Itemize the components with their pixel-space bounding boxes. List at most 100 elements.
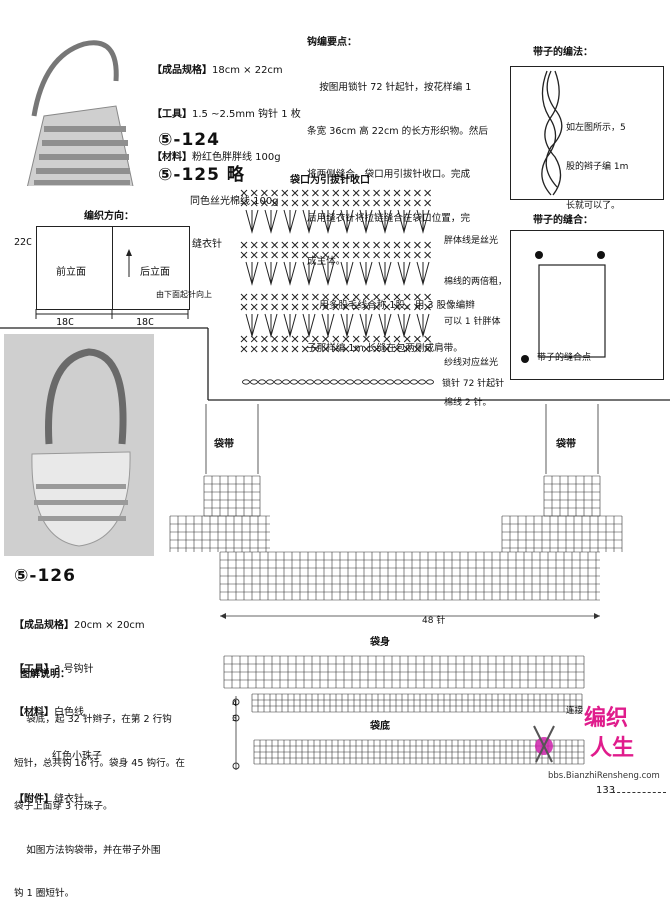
sew-point-label: 带子的缝合点 <box>537 353 592 363</box>
note-line: 纱线对应丝光 <box>444 357 499 368</box>
stitch-mark <box>414 251 421 259</box>
stitch-mark <box>363 189 370 197</box>
stitch-mark <box>342 293 350 301</box>
stitch-mark <box>245 313 259 338</box>
stitch-mark <box>332 251 340 259</box>
stitch-mark <box>240 251 248 259</box>
spec-value: 20cm × 20cm <box>74 620 145 631</box>
stitch-mark <box>352 303 360 311</box>
stitch-mark <box>250 241 258 249</box>
stitch-mark <box>352 345 360 353</box>
stitch-mark <box>424 335 431 343</box>
legend-line: 袋底，起 32 针辫子，在第 2 行钩 <box>14 714 172 725</box>
stitch-mark <box>424 303 431 311</box>
stitch-mark <box>416 209 430 234</box>
stitch-mark <box>291 241 299 249</box>
stitch-mark <box>373 241 380 249</box>
stitch-mark <box>424 345 431 353</box>
stitch-mark <box>250 189 258 197</box>
stitch-mark <box>302 209 316 234</box>
stitch-mark <box>232 762 240 770</box>
stitch-mark <box>383 335 391 343</box>
stitch-mark <box>281 241 289 249</box>
stitch-mark <box>322 293 329 301</box>
stitch-mark <box>250 199 258 207</box>
base-label: 袋底 <box>370 721 390 732</box>
stitch-mark <box>352 199 360 207</box>
stitch-mark <box>301 189 309 197</box>
stitch-mark <box>378 313 392 338</box>
stitch-mark <box>281 345 289 353</box>
stitch-mark <box>352 251 360 259</box>
stitch-mark <box>298 379 306 385</box>
stitch-mark <box>363 303 370 311</box>
stitch-mark <box>261 199 268 207</box>
stitch-mark <box>332 345 340 353</box>
bag-photo-126 <box>4 334 154 556</box>
stitch-mark <box>301 345 309 353</box>
legend-line: 袋子上面穿 3 行珠子。 <box>14 801 113 812</box>
section-divider <box>0 327 670 401</box>
stitch-mark <box>283 209 297 234</box>
strap-sew-box <box>510 230 664 380</box>
stitch-mark <box>424 293 431 301</box>
stitch-mark <box>264 261 278 286</box>
strap-braid-box <box>510 66 664 200</box>
stitch-mark <box>414 345 421 353</box>
bag-photo-124 <box>4 36 148 186</box>
stitch-mark <box>342 251 350 259</box>
stitch-mark <box>261 345 268 353</box>
stitch-mark <box>281 251 289 259</box>
stitch-mark <box>363 293 370 301</box>
stitch-mark <box>362 379 370 385</box>
stitch-mark <box>250 379 258 385</box>
stitch-mark <box>261 293 268 301</box>
stitch-mark <box>338 379 346 385</box>
stitch-mark <box>266 379 274 385</box>
stitch-mark <box>312 335 319 343</box>
logo-line-2: 人生 <box>590 736 635 761</box>
stitch-mark <box>342 189 350 197</box>
stitch-mark <box>250 293 258 301</box>
spec-value: 粉红色胖胖线 100g <box>192 152 281 163</box>
stitch-mark <box>363 199 370 207</box>
stitch-mark <box>271 303 278 311</box>
stitch-mark <box>414 241 421 249</box>
stitch-mark <box>386 379 394 385</box>
stitch-mark <box>332 335 340 343</box>
spec-value: 3 号钩针 <box>54 663 94 675</box>
stitch-mark <box>342 241 350 249</box>
note-line: 如左图所示，5 <box>566 123 626 133</box>
width-label: 48 针 <box>422 616 446 626</box>
stitch-mark <box>302 313 316 338</box>
logo-line-1: 编织 <box>584 706 629 731</box>
stitch-mark <box>274 379 282 385</box>
stitch-mark <box>394 379 402 385</box>
stitch-chart-124 <box>240 189 434 385</box>
spec-key: 【成品规格】 <box>14 620 74 631</box>
stitch-mark <box>383 293 391 301</box>
stitch-mark <box>240 303 248 311</box>
stitch-mark <box>264 209 278 234</box>
stitch-mark <box>322 199 329 207</box>
stitch-mark <box>312 293 319 301</box>
stitch-mark <box>373 335 380 343</box>
stitch-mark <box>240 345 248 353</box>
stitch-mark <box>312 345 319 353</box>
stitch-mark <box>240 335 248 343</box>
stitch-mark <box>352 189 360 197</box>
note-line: 胖体线是丝光 <box>444 236 499 246</box>
stitch-mark <box>373 345 380 353</box>
stitch-mark <box>424 251 431 259</box>
site-url: bbs.BianzhiRensheng.com <box>548 771 660 781</box>
stitch-mark <box>373 189 380 197</box>
stitch-mark <box>332 189 340 197</box>
stitch-mark <box>271 199 278 207</box>
stitch-mark <box>306 379 314 385</box>
stitch-mark <box>271 293 278 301</box>
stitch-mark <box>301 335 309 343</box>
stitch-mark <box>340 313 354 338</box>
stitch-mark <box>363 335 370 343</box>
stitch-mark <box>424 199 431 207</box>
row-mark-3: 3 <box>232 714 238 723</box>
